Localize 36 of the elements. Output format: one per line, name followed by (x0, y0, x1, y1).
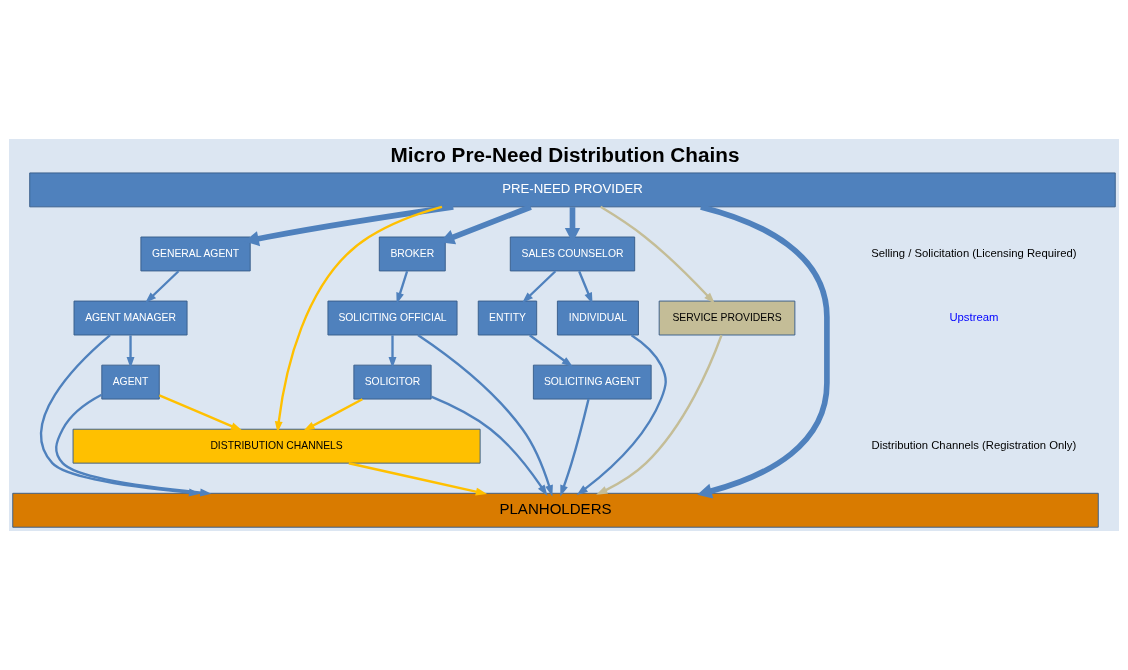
node-box: INDIVIDUAL (556, 300, 639, 336)
arrow (303, 398, 363, 431)
arrow (396, 270, 409, 305)
arrow (522, 270, 557, 304)
arrow (576, 334, 667, 496)
node-box: DISTRIBUTION CHANNELS (72, 428, 481, 464)
label: Distribution Channels (Registration Only) (871, 439, 1077, 452)
node-box: ENTITY (477, 300, 538, 336)
node-box: AGENT MANAGER (73, 300, 188, 336)
diagram-title: Micro Pre-Need Distribution Chains (390, 143, 740, 167)
node-box: SOLICITOR (353, 364, 432, 400)
label: Upstream (949, 310, 999, 323)
node-box: AGENT (101, 364, 160, 400)
arrow (145, 270, 180, 304)
arrow (348, 462, 488, 496)
arrow (560, 398, 590, 497)
arrow (596, 334, 723, 495)
node-box: GENERAL AGENT (140, 236, 251, 272)
node-box: PLANHOLDERS (12, 492, 1099, 528)
arrow (529, 334, 573, 368)
arrow (430, 395, 548, 497)
arrow (126, 335, 135, 369)
arrow (274, 205, 443, 433)
node-box: SERVICE PROVIDERS (658, 300, 796, 336)
node-box: SALES COUNSELOR (509, 236, 636, 272)
label: Selling / Solicitation (Licensing Required) (871, 246, 1077, 259)
node-box: SOLICITING OFFICIAL (327, 300, 458, 336)
arrow (578, 270, 593, 304)
arrow (417, 334, 553, 497)
arrow (158, 394, 243, 431)
arrow (600, 205, 715, 304)
node-box: PRE-NEED PROVIDER (29, 172, 1116, 208)
arrow (388, 335, 397, 369)
arrow (697, 204, 830, 499)
node-box: SOLICITING AGENT (532, 364, 652, 400)
node-box: BROKER (378, 236, 446, 272)
